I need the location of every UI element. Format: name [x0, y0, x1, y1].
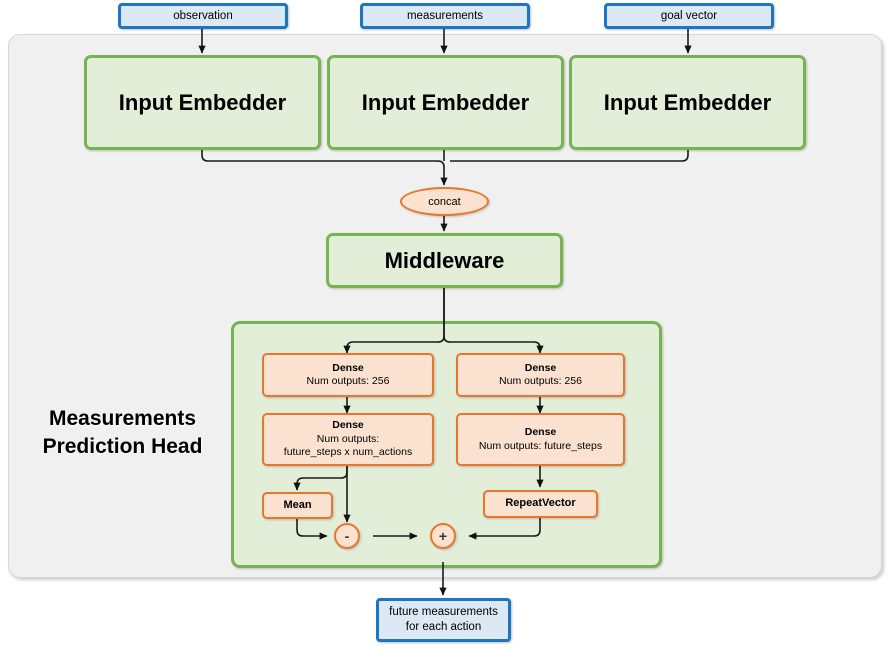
repeat-vector-label: RepeatVector	[505, 497, 576, 510]
input-box-goal-vector-label: goal vector	[660, 9, 718, 22]
right-dense-256-title: Dense	[524, 361, 557, 374]
input-embedder-1-label: Input Embedder	[118, 89, 287, 115]
output-box-future-measurements[interactable]: future measurements for each action	[376, 598, 511, 642]
input-box-measurements[interactable]: measurements	[360, 3, 530, 29]
input-embedder-1[interactable]: Input Embedder	[84, 55, 321, 150]
left-dense-future-steps-actions-title: Dense	[332, 419, 364, 432]
left-dense-future-steps-actions-sub2: future_steps x num_actions	[283, 446, 413, 459]
middleware-label: Middleware	[384, 247, 505, 273]
right-dense-256-subtitle: Num outputs: 256	[499, 375, 582, 387]
right-dense-256[interactable]: Dense Num outputs: 256	[456, 353, 625, 397]
input-embedder-2[interactable]: Input Embedder	[327, 55, 564, 150]
right-dense-future-steps-title: Dense	[524, 426, 557, 438]
left-dense-future-steps-actions[interactable]: Dense Num outputs: future_steps x num_ac…	[262, 413, 434, 466]
output-box-line1: future measurements	[389, 606, 498, 618]
output-box-line2: for each action	[405, 621, 482, 633]
measurements-prediction-head-label: Measurements Prediction Head	[20, 405, 225, 461]
left-dense-future-steps-actions-sub1: Num outputs:	[316, 432, 380, 445]
input-embedder-2-label: Input Embedder	[361, 89, 530, 115]
input-box-observation-label: observation	[173, 9, 233, 22]
add-operator-symbol: +	[438, 528, 448, 544]
input-box-measurements-label: measurements	[406, 9, 484, 22]
add-operator[interactable]: +	[430, 523, 456, 549]
mean-node[interactable]: Mean	[262, 492, 333, 519]
right-dense-future-steps-subtitle: Num outputs: future_steps	[478, 439, 603, 452]
subtract-operator-symbol: -	[344, 528, 350, 544]
head-label-line1: Measurements	[48, 407, 197, 430]
concat-node[interactable]: concat	[400, 187, 489, 216]
repeat-vector-node[interactable]: RepeatVector	[483, 490, 598, 518]
head-label-line2: Prediction Head	[42, 435, 203, 458]
concat-label: concat	[428, 195, 461, 208]
mean-label: Mean	[283, 498, 312, 511]
left-dense-256[interactable]: Dense Num outputs: 256	[262, 353, 434, 397]
input-box-observation[interactable]: observation	[118, 3, 288, 29]
middleware-node[interactable]: Middleware	[326, 233, 563, 288]
input-box-goal-vector[interactable]: goal vector	[604, 3, 774, 29]
subtract-operator[interactable]: -	[334, 523, 360, 549]
input-embedder-3-label: Input Embedder	[603, 89, 772, 115]
input-embedder-3[interactable]: Input Embedder	[569, 55, 806, 150]
left-dense-256-subtitle: Num outputs: 256	[306, 375, 390, 387]
right-dense-future-steps[interactable]: Dense Num outputs: future_steps	[456, 413, 625, 466]
left-dense-256-title: Dense	[332, 361, 364, 374]
